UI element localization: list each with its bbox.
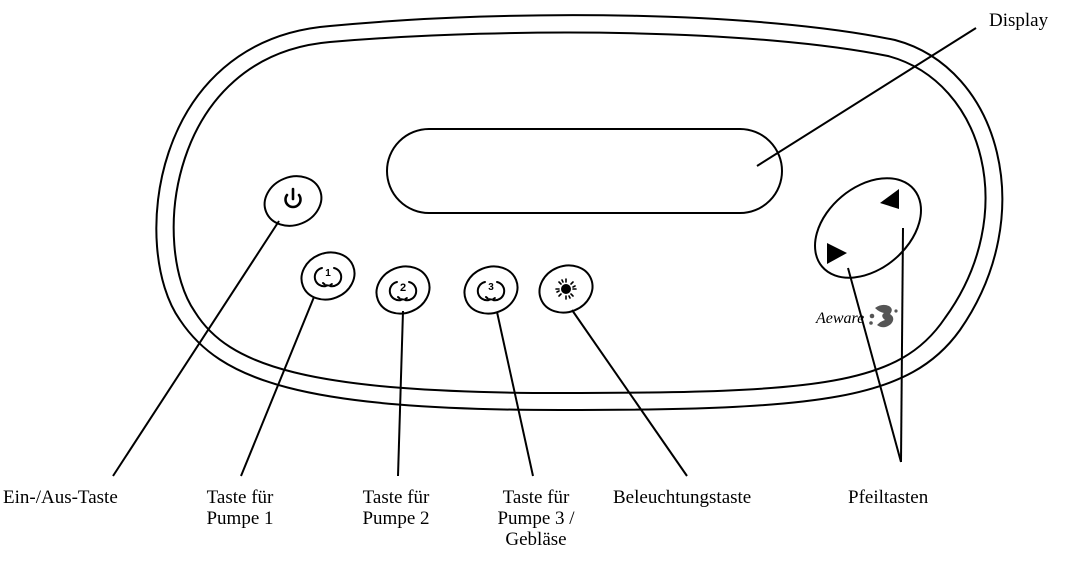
leader-display <box>756 27 977 167</box>
pump-1-digit: 1 <box>325 268 331 279</box>
pump-2-button[interactable] <box>369 259 436 322</box>
arrow-down-icon <box>827 243 847 264</box>
label-pump-3-line-1: Taste für <box>502 487 570 508</box>
pump-3-icon <box>476 281 506 302</box>
label-pump-3-line-3: Gebläse <box>505 529 567 550</box>
label-pump-1-line-1: Taste für <box>206 487 274 508</box>
leader-pump-3 <box>496 311 534 477</box>
label-pump-1-line-2: Pumpe 1 <box>206 508 274 529</box>
brand-logo: Aeware <box>815 310 864 327</box>
arrow-keys-button[interactable] <box>796 158 941 298</box>
leader-pump-2 <box>397 310 404 477</box>
label-arrow-keys: Pfeiltasten <box>848 487 929 508</box>
label-pump-3: Taste für Pumpe 3 / Gebläse <box>486 487 586 550</box>
leader-light <box>571 309 688 477</box>
label-pump-2: Taste für Pumpe 2 <box>346 487 446 529</box>
panel-inner-outline <box>172 31 987 395</box>
label-display: Display <box>989 10 1049 31</box>
power-icon <box>284 187 302 209</box>
leader-arrow-down <box>847 267 902 463</box>
pump-1-button[interactable] <box>294 245 361 308</box>
light-button[interactable] <box>532 258 599 321</box>
power-button[interactable] <box>257 168 329 234</box>
leader-pump-1 <box>240 296 315 477</box>
label-power-key: Ein-/Aus-Taste <box>3 487 118 508</box>
label-pump-2-line-1: Taste für <box>362 487 430 508</box>
light-icon <box>555 278 577 300</box>
display-window <box>386 128 783 214</box>
pump-2-digit: 2 <box>400 282 406 294</box>
pump-1-icon <box>313 267 343 288</box>
label-pump-3-line-2: Pumpe 3 / <box>497 508 575 529</box>
pump-2-icon <box>388 281 418 302</box>
leader-power <box>112 220 280 477</box>
label-pump-1: Taste für Pumpe 1 <box>190 487 290 529</box>
pump-3-digit: 3 <box>488 282 494 293</box>
logo-mark-icon <box>869 304 898 328</box>
panel-outer-outline <box>155 14 1004 412</box>
label-light-key: Beleuchtungstaste <box>613 487 752 508</box>
leader-arrow-up <box>900 227 904 463</box>
arrow-up-icon <box>880 189 899 209</box>
label-pump-2-line-2: Pumpe 2 <box>362 508 430 529</box>
pump-3-button[interactable] <box>457 259 524 322</box>
